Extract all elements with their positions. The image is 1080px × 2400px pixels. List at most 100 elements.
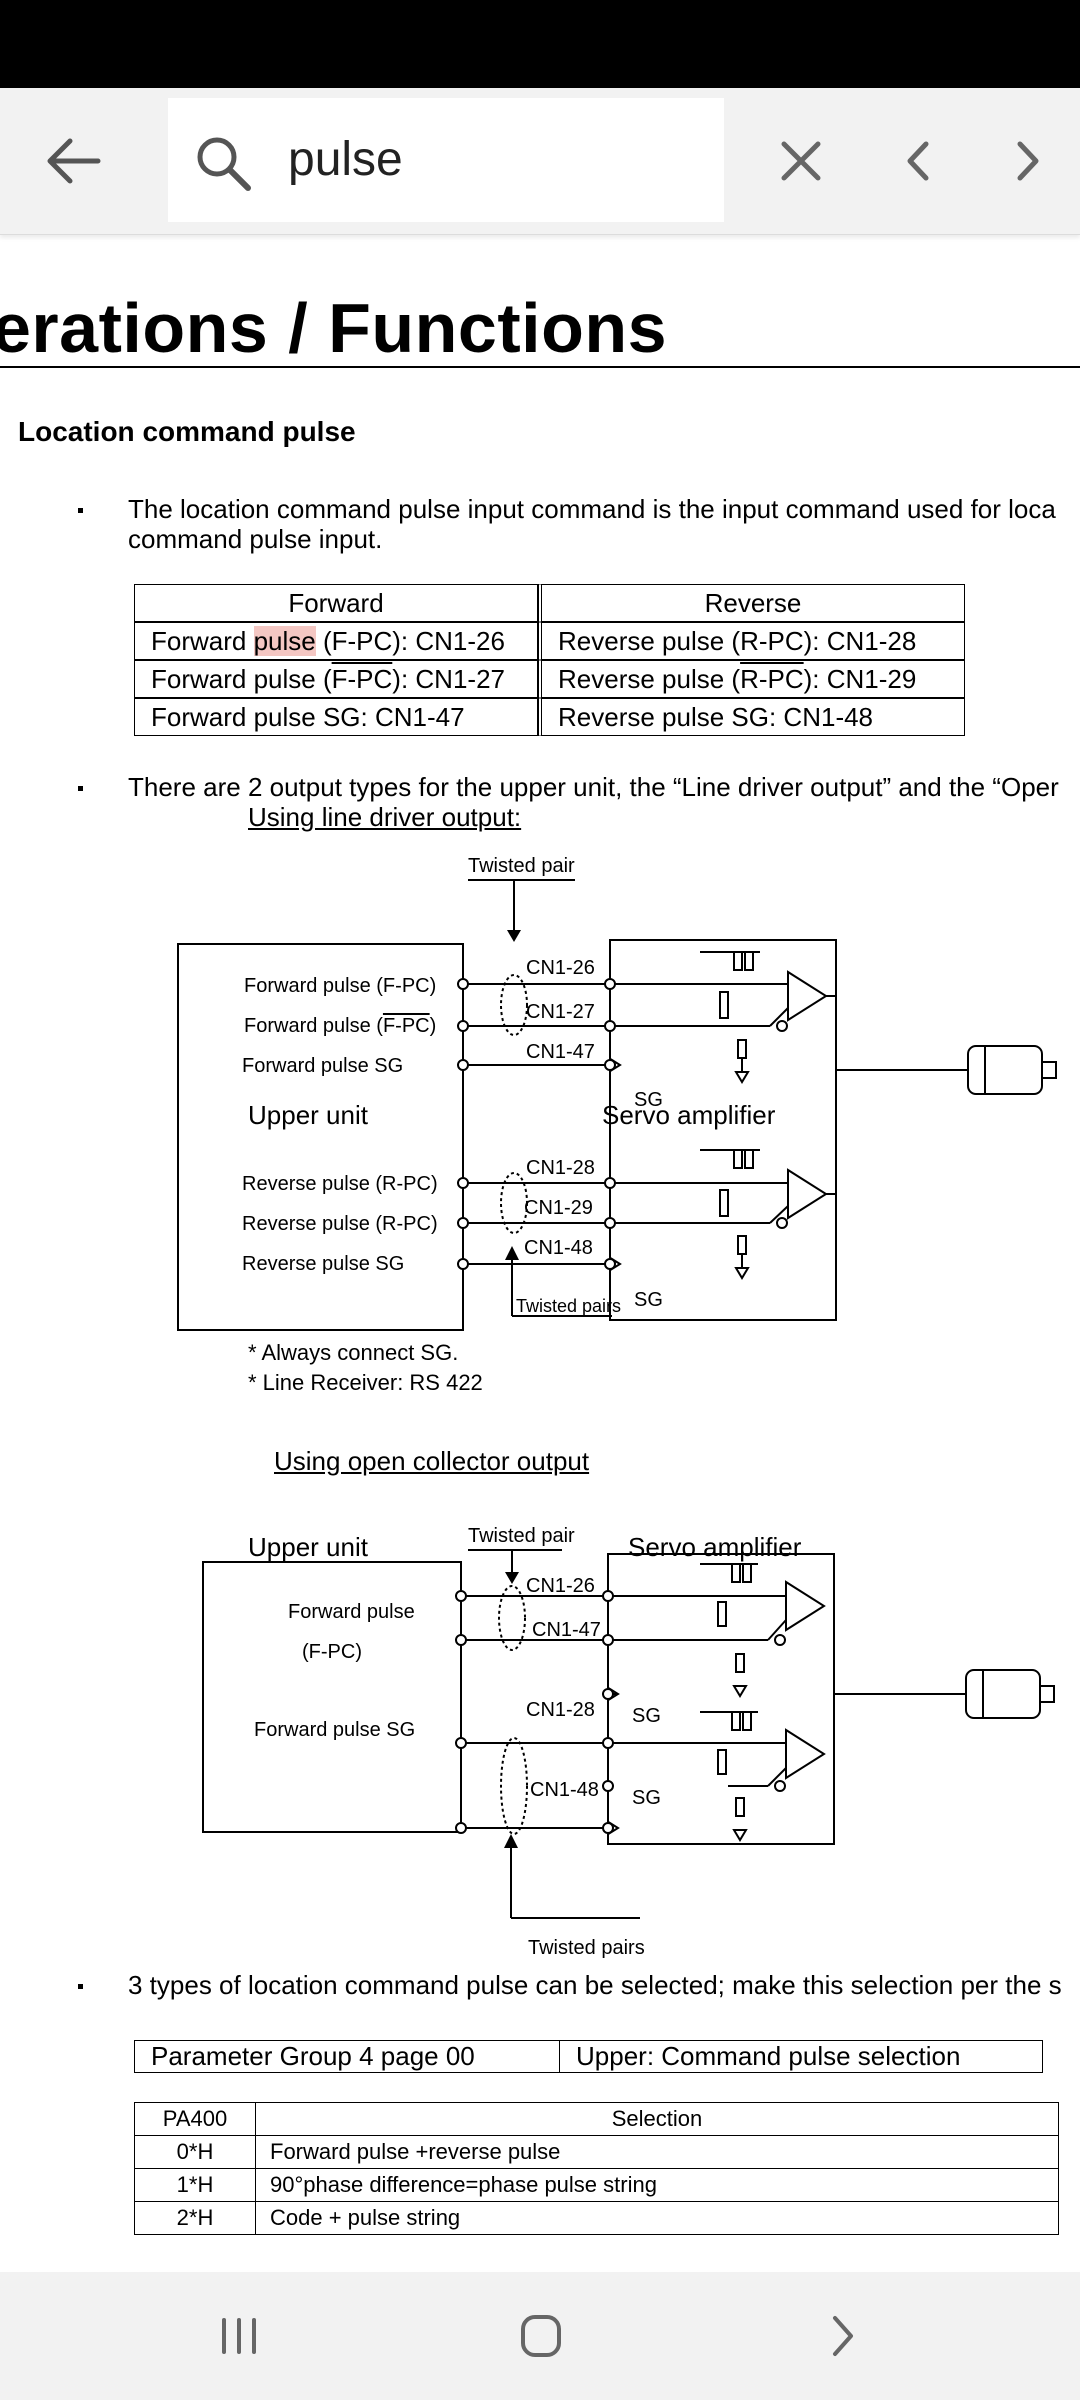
upper-unit-box xyxy=(202,1561,462,1833)
search-box[interactable] xyxy=(168,98,724,222)
search-toolbar xyxy=(0,88,1080,235)
table-cell: Code + pulse string xyxy=(255,2201,1059,2235)
cn1-48-label: CN1-48 xyxy=(530,1779,599,1801)
table-cell: Parameter Group 4 page 00 xyxy=(134,2040,560,2073)
document-page[interactable]: erations / Functions Location command pu… xyxy=(0,240,1080,2270)
upper-unit-label: Upper unit xyxy=(248,1532,369,1562)
line-driver-wiring-diagram: Upper unit Servo amplifier Twisted pair … xyxy=(177,855,1057,1395)
table-cell: Forward pulse +reverse pulse xyxy=(255,2135,1059,2169)
cn1-26-label: CN1-26 xyxy=(526,1575,595,1597)
sg-label: SG xyxy=(634,1289,663,1311)
forward-pulse-sg-label: Forward pulse SG xyxy=(254,1719,415,1741)
table-cell: Forward pulse SG: CN1-47 xyxy=(134,698,538,736)
cn1-28-label: CN1-28 xyxy=(526,1157,595,1179)
fpc-label: (F-PC) xyxy=(302,1641,362,1663)
table-header-selection: Selection xyxy=(255,2102,1059,2136)
table-cell: 2*H xyxy=(134,2201,256,2235)
servo-amplifier-label: Servo amplifier xyxy=(628,1532,802,1562)
cell-text: (F-PC): CN1-26 xyxy=(315,625,505,656)
sg-label: SG xyxy=(632,1787,661,1809)
chevron-left-icon[interactable] xyxy=(898,138,938,184)
bullet-dot xyxy=(78,508,83,513)
system-navigation-bar xyxy=(0,2272,1080,2400)
servo-amplifier-box xyxy=(609,939,837,1321)
twisted-pair-label: Twisted pair xyxy=(468,855,575,877)
search-hit-highlight: pulse xyxy=(253,625,316,656)
reverse-pulse-sg-label: Reverse pulse SG xyxy=(242,1253,404,1275)
heading-rule xyxy=(0,366,1080,368)
reverse-pulse-rpc-2-label: Reverse pulse (R-PC) xyxy=(242,1213,438,1235)
table-row: 2*H Code + pulse string xyxy=(134,2201,1059,2235)
cn1-48-label: CN1-48 xyxy=(524,1237,593,1259)
chevron-right-icon[interactable] xyxy=(1008,138,1048,184)
chevron-right-icon[interactable] xyxy=(808,2304,878,2368)
forward-pulse-sg-label: Forward pulse SG xyxy=(242,1055,403,1077)
table-cell: Forward pulse (F-PC): CN1-27 xyxy=(134,660,538,698)
paragraph-1-line-1: The location command pulse input command… xyxy=(128,494,1056,524)
open-collector-wiring-diagram: Upper unit Servo amplifier Twisted pair … xyxy=(202,1525,1055,1959)
cell-text: ): CN1-29 xyxy=(803,663,917,694)
note-line-receiver: * Line Receiver: RS 422 xyxy=(248,1370,483,1395)
cell-text: ): CN1-27 xyxy=(392,663,505,694)
sg-label: SG xyxy=(634,1089,663,1111)
back-arrow-icon[interactable] xyxy=(40,128,106,194)
search-icon xyxy=(197,137,251,191)
cell-text: Forward xyxy=(151,625,254,656)
sg-label: SG xyxy=(632,1705,661,1727)
open-collector-caption: Using open collector output xyxy=(274,1446,590,1476)
forward-reverse-table: Forward Reverse Forward pulse (F-PC): CN… xyxy=(134,584,965,736)
label-text: Forward pulse ( xyxy=(244,1015,383,1037)
cn1-29-label: CN1-29 xyxy=(524,1197,593,1219)
table-cell: 90°phase difference=phase pulse string xyxy=(255,2168,1059,2202)
table-header-reverse: Reverse xyxy=(538,584,965,622)
label-text-overline: F-PC xyxy=(383,1015,430,1037)
parameter-group-table: Parameter Group 4 page 00 Upper: Command… xyxy=(134,2040,1043,2073)
paragraph-3: 3 types of location command pulse can be… xyxy=(128,1970,1062,2000)
table-row: Forward pulse (F-PC): CN1-27 Reverse pul… xyxy=(134,660,965,698)
table-header-pa400: PA400 xyxy=(134,2102,256,2136)
reverse-pulse-rpc-label: Reverse pulse (R-PC) xyxy=(242,1173,438,1195)
bullet-dot xyxy=(78,786,83,791)
cn1-47-label: CN1-47 xyxy=(526,1041,595,1063)
paragraph-2: There are 2 output types for the upper u… xyxy=(128,772,1059,802)
search-input[interactable] xyxy=(288,124,688,194)
recent-apps-icon[interactable] xyxy=(204,2304,274,2368)
table-cell: Reverse pulse (R-PC): CN1-29 xyxy=(538,660,965,698)
cell-text-overline: F-PC xyxy=(331,663,393,694)
table-header-row: Forward Reverse xyxy=(134,584,965,622)
table-cell: Upper: Command pulse selection xyxy=(559,2040,1043,2073)
cell-text: Reverse pulse ( xyxy=(558,663,741,694)
paragraph-1-line-2: command pulse input. xyxy=(128,524,383,554)
table-row: Forward pulse SG: CN1-47 Reverse pulse S… xyxy=(134,698,965,736)
home-icon[interactable] xyxy=(506,2304,576,2368)
cn1-26-label: CN1-26 xyxy=(526,957,595,979)
servo-amplifier-label: Servo amplifier xyxy=(602,1100,776,1130)
table-cell: 0*H xyxy=(134,2135,256,2169)
close-icon[interactable] xyxy=(778,138,824,184)
cn1-47-label: CN1-47 xyxy=(532,1619,601,1641)
cn1-27-label: CN1-27 xyxy=(526,1001,595,1023)
twisted-pair-label: Twisted pair xyxy=(468,1525,575,1547)
forward-pulse-label: Forward pulse xyxy=(288,1601,415,1623)
page-heading: erations / Functions xyxy=(0,289,668,367)
cell-text: Forward pulse ( xyxy=(151,663,332,694)
forward-pulse-fpc-bar-label: Forward pulse (F-PC) xyxy=(244,1015,436,1037)
table-row: 1*H 90°phase difference=phase pulse stri… xyxy=(134,2168,1059,2202)
line-driver-caption: Using line driver output: xyxy=(248,802,522,832)
twisted-pairs-label: Twisted pairs xyxy=(528,1937,645,1959)
status-bar xyxy=(0,0,1080,88)
bullet-dot xyxy=(78,1984,83,1989)
forward-pulse-fpc-label: Forward pulse (F-PC) xyxy=(244,975,436,997)
table-cell: Forward pulse (F-PC): CN1-26 xyxy=(134,622,538,660)
table-row: Parameter Group 4 page 00 Upper: Command… xyxy=(134,2040,1043,2073)
upper-unit-box xyxy=(177,943,464,1331)
note-always-connect-sg: * Always connect SG. xyxy=(248,1340,458,1365)
table-row: Forward pulse (F-PC): CN1-26 Reverse pul… xyxy=(134,622,965,660)
cn1-28-label: CN1-28 xyxy=(526,1699,595,1721)
twisted-pairs-label: Twisted pairs xyxy=(516,1296,621,1316)
section-title: Location command pulse xyxy=(18,416,356,447)
selection-table: PA400 Selection 0*H Forward pulse +rever… xyxy=(134,2102,1059,2235)
table-header-forward: Forward xyxy=(134,584,538,622)
table-cell: Reverse pulse (R-PC): CN1-28 xyxy=(538,622,965,660)
table-cell: Reverse pulse SG: CN1-48 xyxy=(538,698,965,736)
